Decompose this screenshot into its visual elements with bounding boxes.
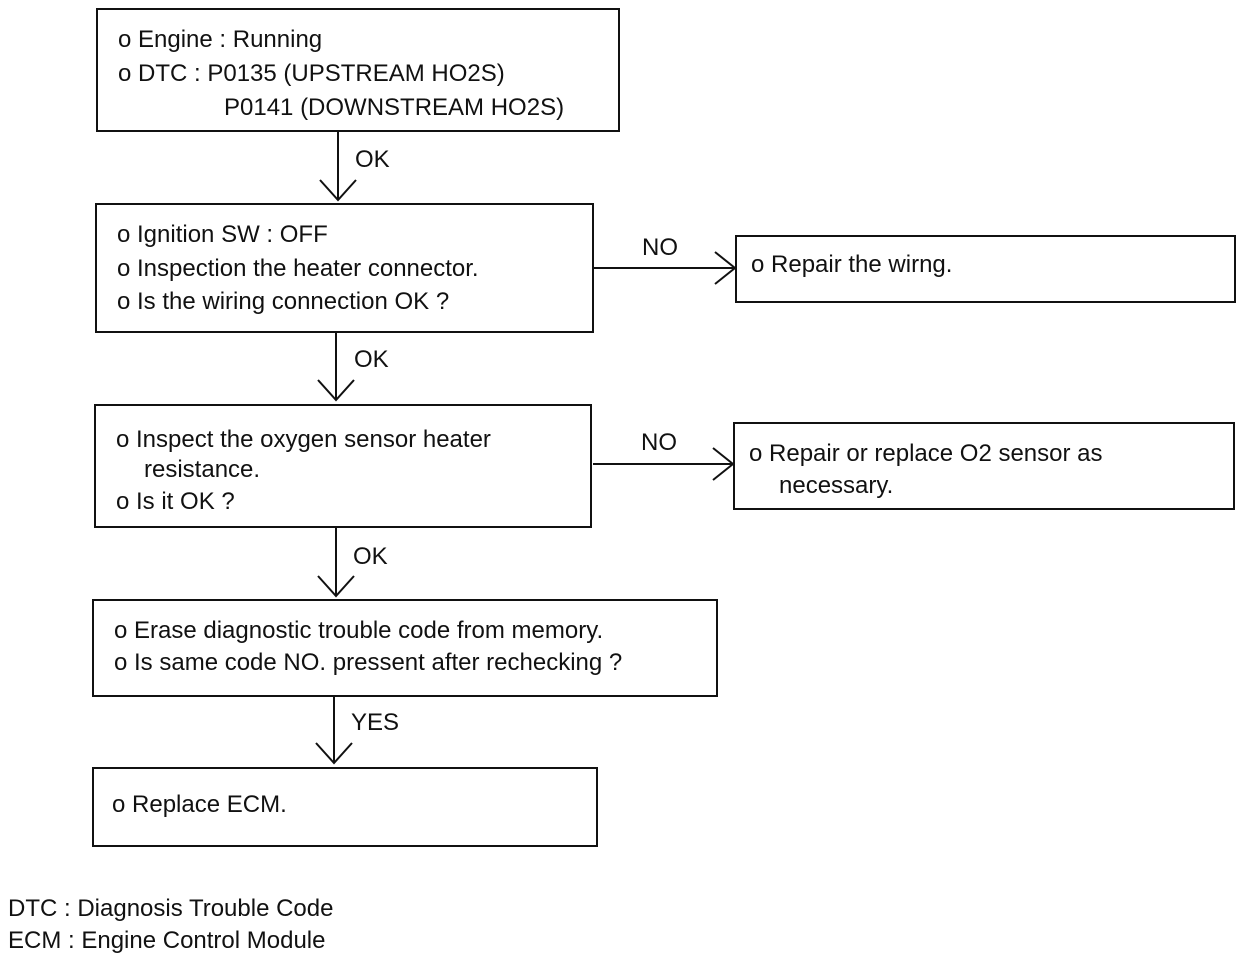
box-line: resistance. [144,456,261,483]
action-replace-ecm-box: o Replace ECM. [92,767,598,847]
arrowhead-erase [317,575,355,598]
label-yes: YES [351,709,400,736]
label-no-2: NO [641,429,677,456]
step-erase-dtc-box: o Erase diagnostic trouble code from mem… [92,599,718,697]
step-ignition-check-box: o Ignition SW : OFF o Inspection the hea… [95,203,594,333]
label-ok-1: OK [355,146,390,173]
box-line: o DTC : P0135 (UPSTREAM HO2S) [118,60,505,87]
arrowhead-ecm [315,742,353,765]
step-sensor-heater-box: o Inspect the oxygen sensor heater resis… [94,404,592,528]
arrowhead-sensor [317,379,355,402]
label-no-1: NO [642,234,678,261]
action-repair-sensor-box: o Repair or replace O2 sensor as necessa… [733,422,1235,510]
label-ok-2: OK [354,346,389,373]
action-repair-wiring-box: o Repair the wirng. [735,235,1236,303]
box-line: o Ignition SW : OFF [117,221,328,248]
box-line: P0141 (DOWNSTREAM HO2S) [224,94,565,121]
label-ok-3: OK [353,543,388,570]
box-line: o Inspect the oxygen sensor heater [116,426,491,453]
box-line: necessary. [779,472,894,499]
box-line: o Erase diagnostic trouble code from mem… [114,617,604,644]
box-line: o Repair the wirng. [751,251,953,278]
box-line: o Replace ECM. [112,791,287,818]
step-engine-running-box: o Engine : Running o DTC : P0135 (UPSTRE… [96,8,620,132]
box-line: o Is it OK ? [116,488,235,515]
box-line: o Inspection the heater connector. [117,255,479,282]
box-line: o Is the wiring connection OK ? [117,288,450,315]
box-line: o Repair or replace O2 sensor as [749,440,1103,467]
legend-ecm: ECM : Engine Control Module [8,927,326,954]
arrowhead-ignition [319,179,357,202]
legend-dtc: DTC : Diagnosis Trouble Code [8,895,334,922]
box-line: o Engine : Running [118,26,323,53]
box-line: o Is same code NO. pressent after rechec… [114,649,623,676]
